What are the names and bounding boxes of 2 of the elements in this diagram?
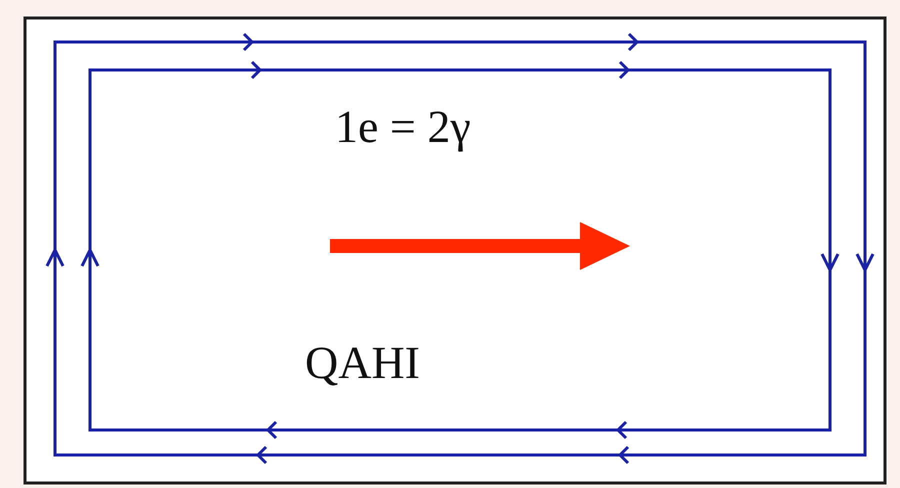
material-label: QAHI <box>305 336 420 389</box>
formula: 1e = 2γ <box>335 100 471 153</box>
